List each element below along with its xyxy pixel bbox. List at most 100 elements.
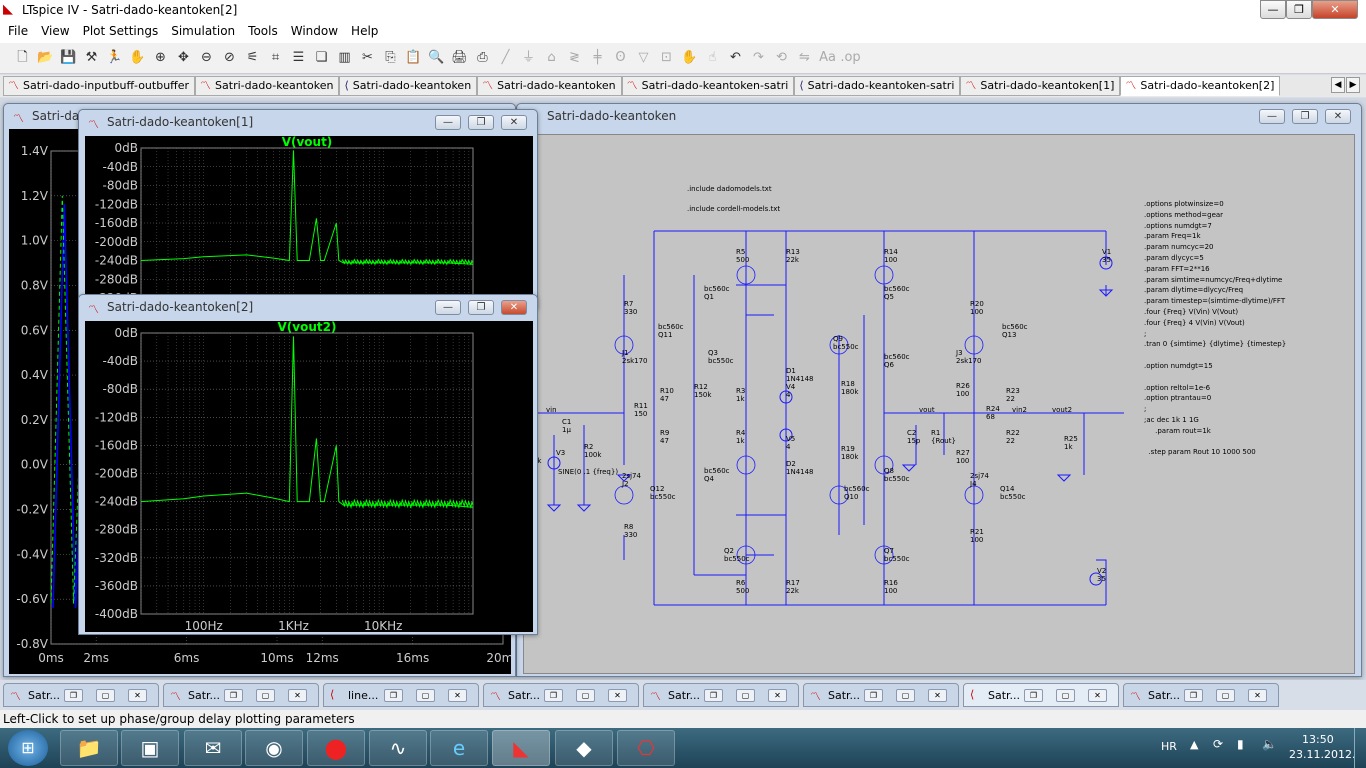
menu-tools[interactable]: Tools bbox=[248, 24, 278, 38]
show-desktop-button[interactable] bbox=[1354, 728, 1366, 768]
paste-icon[interactable]: 📋 bbox=[405, 50, 422, 65]
inductor-icon[interactable]: ʘ bbox=[615, 50, 626, 65]
capacitor-icon[interactable]: ╪ bbox=[593, 50, 602, 65]
mdi-tab-close-button[interactable]: ✕ bbox=[608, 689, 627, 702]
move-icon[interactable]: ✋ bbox=[681, 50, 698, 65]
oscilloscope-icon[interactable]: ∿ bbox=[369, 730, 427, 766]
doc-tab-4[interactable]: 〽Satri-dado-keantoken-satri bbox=[621, 76, 795, 96]
mdi-tab-maximize-button[interactable]: ▢ bbox=[256, 689, 275, 702]
diode-icon[interactable]: ▽ bbox=[638, 50, 649, 65]
spice-directive-line[interactable]: .option reltol=1e-6 bbox=[1144, 383, 1211, 392]
grid-icon[interactable]: ⌗ bbox=[271, 50, 280, 65]
spice-directive-line[interactable]: .param timestep=(simtime-dlytime)/FFT bbox=[1144, 297, 1286, 306]
schematic-close-button[interactable]: ✕ bbox=[1325, 109, 1351, 124]
spice-directive-line[interactable]: .param Freq=1k bbox=[1144, 232, 1201, 241]
mdi-tab-close-button[interactable]: ✕ bbox=[288, 689, 307, 702]
undo-icon[interactable]: ↶ bbox=[730, 50, 741, 65]
mdi-tab-restore-button[interactable]: ❐ bbox=[1184, 689, 1203, 702]
doc-tab-1[interactable]: 〽Satri-dado-keantoken bbox=[195, 76, 340, 96]
fft2-close-button[interactable]: ✕ bbox=[501, 300, 527, 315]
mdi-tab-close-button[interactable]: ✕ bbox=[928, 689, 947, 702]
halt-icon[interactable]: ✋ bbox=[129, 50, 146, 65]
doc-tab-6[interactable]: 〽Satri-dado-keantoken[1] bbox=[960, 76, 1121, 96]
fft1-minimize-button[interactable]: — bbox=[435, 115, 461, 130]
schematic-window-titlebar[interactable]: Satri-dado-keantoken — ❐ ✕ bbox=[517, 104, 1361, 128]
spice-directive-line[interactable]: .four {Freq} V(Vin) V(Vout) bbox=[1144, 307, 1239, 316]
mdi-tab-close-button[interactable]: ✕ bbox=[128, 689, 147, 702]
mdi-tab-restore-button[interactable]: ❐ bbox=[224, 689, 243, 702]
mdi-tab-close-button[interactable]: ✕ bbox=[768, 689, 787, 702]
mdi-tab-4[interactable]: 〽Satr...❐▢✕ bbox=[643, 683, 799, 707]
print-setup-icon[interactable]: 🖨 bbox=[451, 50, 468, 65]
notepad-icon[interactable]: ✉ bbox=[184, 730, 242, 766]
tile-vertical-icon[interactable]: ▥ bbox=[338, 50, 351, 65]
spice-directive-line[interactable]: ;ac dec 1k 1 1G bbox=[1144, 415, 1199, 424]
mdi-tab-7[interactable]: 〽Satr...❐▢✕ bbox=[1123, 683, 1279, 707]
resistor-icon[interactable]: ≷ bbox=[569, 50, 580, 65]
spice-directive-line[interactable]: ; bbox=[1144, 329, 1147, 338]
print-icon[interactable]: ⎙ bbox=[477, 50, 488, 65]
zoom-in-icon[interactable]: ⊕ bbox=[155, 50, 166, 65]
fft1-restore-button[interactable]: ❐ bbox=[468, 115, 494, 130]
doc-tab-3[interactable]: 〽Satri-dado-keantoken bbox=[477, 76, 622, 96]
component-label[interactable]: V3 bbox=[556, 449, 565, 457]
mdi-tab-close-button[interactable]: ✕ bbox=[1088, 689, 1107, 702]
spice-directive-line[interactable]: .tran 0 {simtime} {dlytime} {timestep} bbox=[1144, 340, 1287, 349]
spice-directive-line[interactable]: .param rout=1k bbox=[1144, 426, 1211, 435]
ground-icon[interactable]: ⏚ bbox=[521, 50, 535, 65]
schematic-window[interactable]: Satri-dado-keantoken — ❐ ✕ .include dado… bbox=[516, 103, 1362, 677]
spice-directive-line[interactable]: .param FFT=2**16 bbox=[1144, 264, 1210, 273]
spice-directive-line[interactable]: .param numcyc=20 bbox=[1144, 243, 1214, 252]
mdi-tab-close-button[interactable]: ✕ bbox=[448, 689, 467, 702]
tile-horizontal-icon[interactable]: ☰ bbox=[292, 50, 305, 65]
component-icon[interactable]: ⊡ bbox=[661, 50, 672, 65]
menu-view[interactable]: View bbox=[41, 24, 70, 38]
close-button[interactable]: ✕ bbox=[1312, 0, 1358, 19]
menu-file[interactable]: File bbox=[8, 24, 29, 38]
internet-explorer-icon[interactable]: e bbox=[430, 730, 488, 766]
spice-directive-line[interactable]: .step param Rout 10 1000 500 bbox=[1144, 448, 1256, 457]
network-icon[interactable]: ▮ bbox=[1237, 737, 1244, 751]
fft1-window[interactable]: 〽 Satri-dado-keantoken[1] — ❐ ✕ 0dB-40dB… bbox=[78, 109, 538, 309]
fft2-window-titlebar[interactable]: 〽 Satri-dado-keantoken[2] — ❐ ✕ bbox=[79, 295, 537, 319]
spice-directive-line[interactable]: .option numdgt=15 bbox=[1144, 361, 1213, 370]
menu-help[interactable]: Help bbox=[351, 24, 379, 38]
zoom-out-icon[interactable]: ⊖ bbox=[201, 50, 212, 65]
vmware-icon[interactable]: ◆ bbox=[555, 730, 613, 766]
mdi-tab-maximize-button[interactable]: ▢ bbox=[896, 689, 915, 702]
component-label[interactable]: vin bbox=[546, 406, 557, 414]
component-label[interactable]: R1{Rout} bbox=[931, 429, 956, 445]
component-label[interactable]: SINE(0 .1 {freq}) bbox=[558, 468, 618, 476]
component-label[interactable]: vout bbox=[919, 406, 935, 414]
mdi-tab-3[interactable]: 〽Satr...❐▢✕ bbox=[483, 683, 639, 707]
language-indicator[interactable]: HR bbox=[1161, 740, 1177, 753]
